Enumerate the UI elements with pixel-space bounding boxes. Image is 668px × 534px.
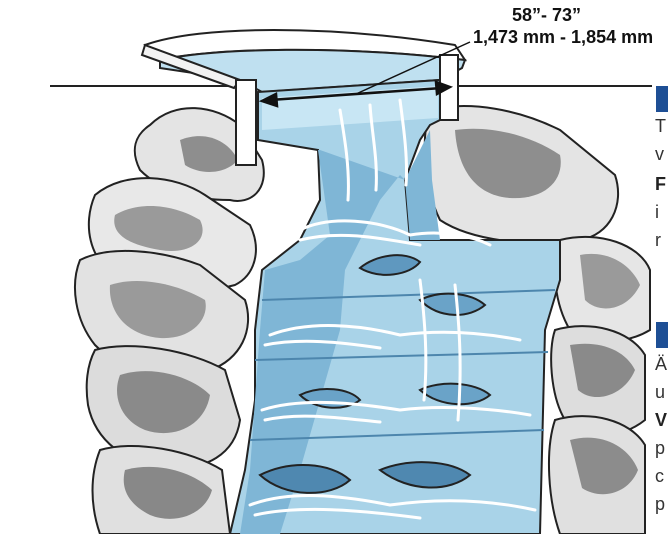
side-text-10: c [655, 466, 664, 486]
side-text-6: Ä [655, 354, 668, 374]
side-text-4: i [655, 202, 659, 222]
side-text-7: u [655, 382, 666, 402]
side-text-3: F [655, 174, 666, 194]
side-text-8: V [655, 410, 668, 430]
side-text-5: r [655, 230, 661, 250]
side-text-9: p [655, 438, 666, 458]
water-foam [248, 98, 537, 520]
side-text-1: T [655, 116, 666, 136]
side-text-11: p [655, 494, 666, 514]
left-rocks [74, 107, 265, 534]
section-heading-marker-2 [656, 322, 668, 348]
dimension-inches-label: 58”- 73” [512, 5, 582, 25]
dimension-mm-label: 1,473 mm - 1,854 mm [473, 27, 654, 47]
right-rocks [423, 105, 651, 534]
width-dimension-arrow [258, 41, 471, 108]
water-flow [228, 78, 561, 534]
section-heading-marker-1 [656, 86, 668, 112]
side-text-2: v [655, 144, 664, 164]
